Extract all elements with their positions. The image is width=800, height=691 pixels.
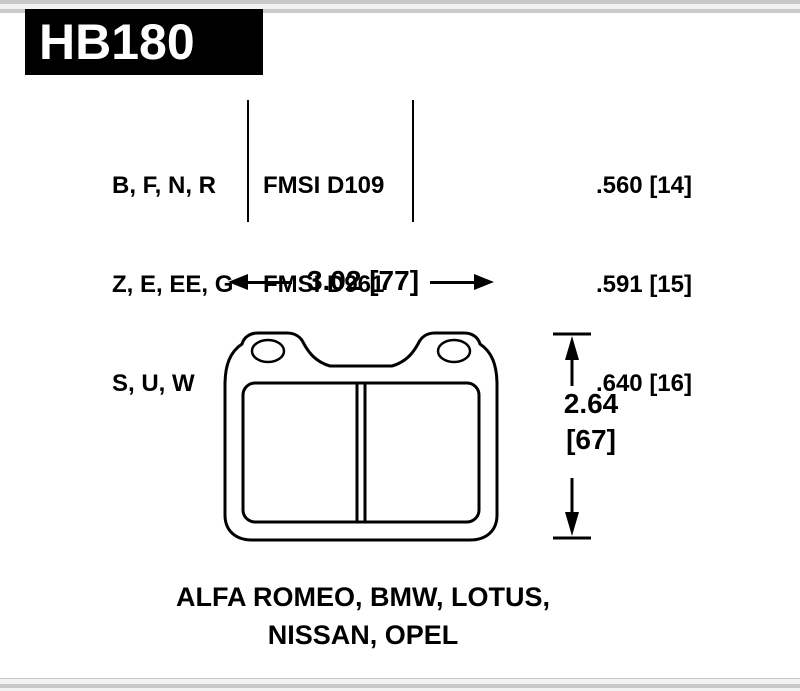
pad-backplate-outline	[223, 331, 499, 542]
vehicle-applications: ALFA ROMEO, BMW, LOTUS, NISSAN, OPEL	[110, 578, 616, 654]
width-arrow-left-icon	[228, 274, 248, 290]
compound-row: B, F, N, R	[112, 172, 217, 199]
compound-codes-column: B, F, N, R Z, E, EE, G S, U, W	[112, 103, 233, 466]
pad-friction-surface	[241, 381, 481, 524]
table-divider-right	[412, 100, 414, 222]
compound-row: S, U, W	[112, 370, 195, 397]
width-arrow-right-icon	[474, 274, 494, 290]
thickness-row: .591 [15]	[595, 271, 692, 298]
pad-ear-hole-right	[436, 338, 472, 364]
height-dimension-label-inches: 2.64	[563, 388, 619, 419]
pad-ear-hole-left	[250, 338, 286, 364]
applications-line: NISSAN, OPEL	[267, 620, 459, 650]
paper-background	[0, 13, 800, 678]
width-dim-line-left	[246, 281, 292, 284]
width-dim-line-right	[430, 281, 476, 284]
height-dimension-graphic	[553, 332, 591, 540]
fmsi-row: FMSI D961	[263, 271, 385, 298]
thickness-row: .560 [14]	[595, 172, 692, 199]
thickness-row: .640 [16]	[595, 370, 692, 397]
applications-line: ALFA ROMEO, BMW, LOTUS,	[176, 582, 550, 612]
compound-row: Z, E, EE, G	[112, 271, 234, 298]
brake-pad-drawing	[223, 331, 499, 542]
height-arrow-down-icon	[565, 512, 579, 536]
fmsi-row: FMSI D109	[263, 172, 385, 199]
part-number: HB180	[39, 14, 195, 70]
fmsi-column: FMSI D109 FMSI D961	[263, 103, 384, 367]
height-dimension-label-mm: [67]	[566, 424, 616, 455]
part-number-box: HB180	[25, 9, 263, 75]
table-divider-left	[247, 100, 249, 222]
height-arrow-up-icon	[565, 336, 579, 360]
width-dimension-label: 3.02 [77]	[306, 265, 420, 296]
pad-thickness-column: .560 [14] .591 [15] .640 [16]	[552, 103, 692, 466]
